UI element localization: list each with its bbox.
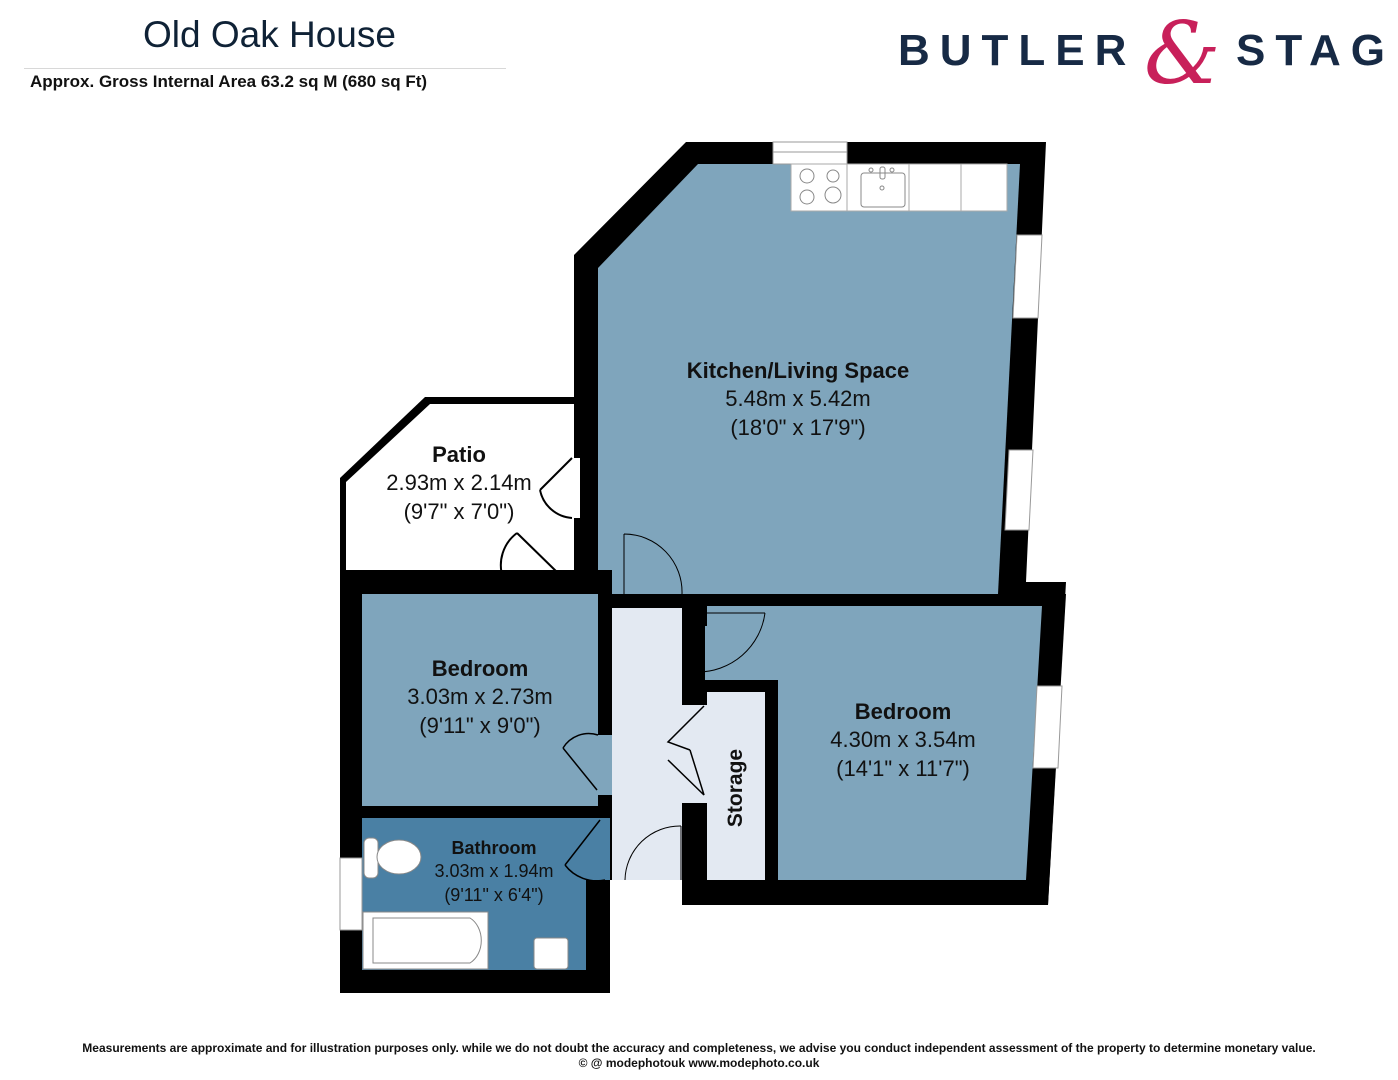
credit-text: © @ modephotouk www.modephoto.co.uk: [578, 1056, 820, 1070]
hob-icon: [799, 168, 842, 205]
patio-imperial: (9'7" x 7'0"): [403, 499, 515, 524]
kitchen-name: Kitchen/Living Space: [686, 358, 910, 383]
kitchen-label: Kitchen/Living Space 5.48m x 5.42m (18'0…: [687, 358, 910, 442]
kitchen-imperial: (18'0" x 17'9"): [730, 415, 866, 440]
kitchen-door-swing: [623, 533, 683, 598]
logo-ampersand: &: [1144, 4, 1221, 104]
basin-icon: [533, 937, 569, 970]
bedroom2-door-swing: [696, 612, 766, 673]
gross-area-text: Approx. Gross Internal Area 63.2 sq M (6…: [30, 72, 428, 91]
toilet-icon: [363, 837, 422, 879]
kitchen-metric: 5.48m x 5.42m: [725, 386, 871, 411]
bedroom2-metric: 4.30m x 3.54m: [830, 727, 976, 752]
logo-word-stag: STAG: [1236, 26, 1395, 75]
bedroom2-imperial: (14'1" x 11'7"): [836, 756, 970, 781]
kitchen-window-right-1: [1012, 234, 1043, 319]
logo-word-butler: BUTLER: [898, 26, 1137, 75]
agency-logo: BUTLER & STAG: [898, 4, 1385, 104]
storage-door-swing: [666, 705, 705, 796]
storage-label: Storage: [724, 748, 747, 828]
bathroom-name: Bathroom: [451, 838, 537, 858]
disclaimer-text: Measurements are approximate and for ill…: [82, 1041, 1316, 1055]
kitchen-window-top: [772, 141, 848, 165]
patio-door-swing: [539, 457, 573, 519]
storage-floor: [707, 692, 765, 880]
kitchen-counter: [790, 163, 1008, 212]
title-divider: [24, 68, 506, 69]
bathroom-window: [339, 857, 363, 931]
bedroom1-door-swing: [562, 732, 599, 791]
bedroom1-floor: [362, 594, 598, 806]
bathroom-metric: 3.03m x 1.94m: [434, 861, 554, 881]
hallway-floor: [612, 608, 682, 880]
patio-name: Patio: [432, 442, 486, 467]
property-title: Old Oak House: [143, 14, 396, 55]
kitchen-window-right-2: [1004, 449, 1034, 531]
bedroom2-label: Bedroom 4.30m x 3.54m (14'1" x 11'7"): [830, 699, 976, 783]
bedroom1-name: Bedroom: [431, 656, 529, 681]
bathtub-icon: [362, 911, 489, 970]
hall-entry-door-swing: [624, 825, 682, 881]
patio-metric: 2.93m x 2.14m: [386, 470, 532, 495]
sink-icon: [860, 166, 906, 208]
bedroom2-floor: [705, 606, 1042, 880]
bathroom-imperial: (9'11" x 6'4"): [444, 885, 544, 905]
patio-label: Patio 2.93m x 2.14m (9'7" x 7'0"): [386, 442, 532, 526]
kitchen-floor: [598, 164, 1020, 594]
bathroom-door-swing: [564, 819, 606, 882]
bedroom1-metric: 3.03m x 2.73m: [407, 684, 553, 709]
bedroom2-name: Bedroom: [854, 699, 952, 724]
patio-floor: [346, 404, 574, 570]
bathroom-label: Bathroom 3.03m x 1.94m (9'11" x 6'4"): [434, 838, 553, 907]
bedroom1-imperial: (9'11" x 9'0"): [419, 713, 541, 738]
bedroom1-label: Bedroom 3.03m x 2.73m (9'11" x 9'0"): [407, 656, 553, 740]
bedroom2-window: [1032, 685, 1063, 769]
